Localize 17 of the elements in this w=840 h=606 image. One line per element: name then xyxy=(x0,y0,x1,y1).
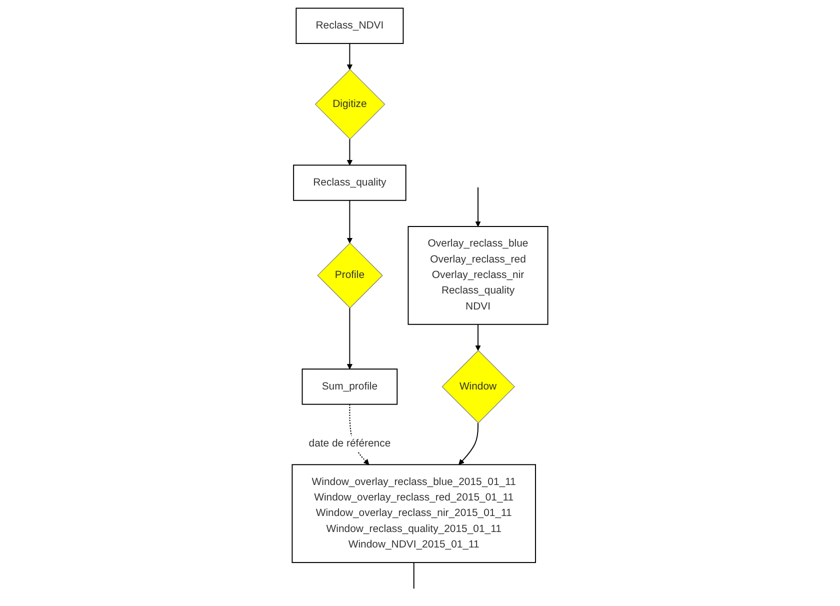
edge-label: date de référence xyxy=(308,438,391,449)
arrow xyxy=(458,422,478,465)
connector xyxy=(413,562,414,590)
node-diamond: Window xyxy=(442,350,515,424)
arrow xyxy=(346,138,353,166)
node-box: Reclass_NDVI xyxy=(296,8,404,44)
node-diamond: Digitize xyxy=(314,69,386,140)
node-box: Reclass_quality xyxy=(293,164,406,201)
node-box: Sum_profile xyxy=(302,368,398,405)
arrow xyxy=(475,324,481,351)
arrow xyxy=(475,186,481,227)
arrow xyxy=(346,200,353,244)
node-box: Window_overlay_reclass_blue_2015_01_11 Window_overlay_reclass_red_2015_01_11 Window_overlay_reclass_nir_2015_01_11 Window_reclass_quality_2015_01_11 Window_NDVI_2015_01_11 xyxy=(292,464,536,564)
node-box: Overlay_reclass_blue Overlay_reclass_red Overlay_reclass_nir Reclass_quality NDVI xyxy=(408,226,548,325)
arrow xyxy=(346,307,353,370)
node-diamond: Profile xyxy=(317,242,383,308)
arrow xyxy=(346,42,353,70)
